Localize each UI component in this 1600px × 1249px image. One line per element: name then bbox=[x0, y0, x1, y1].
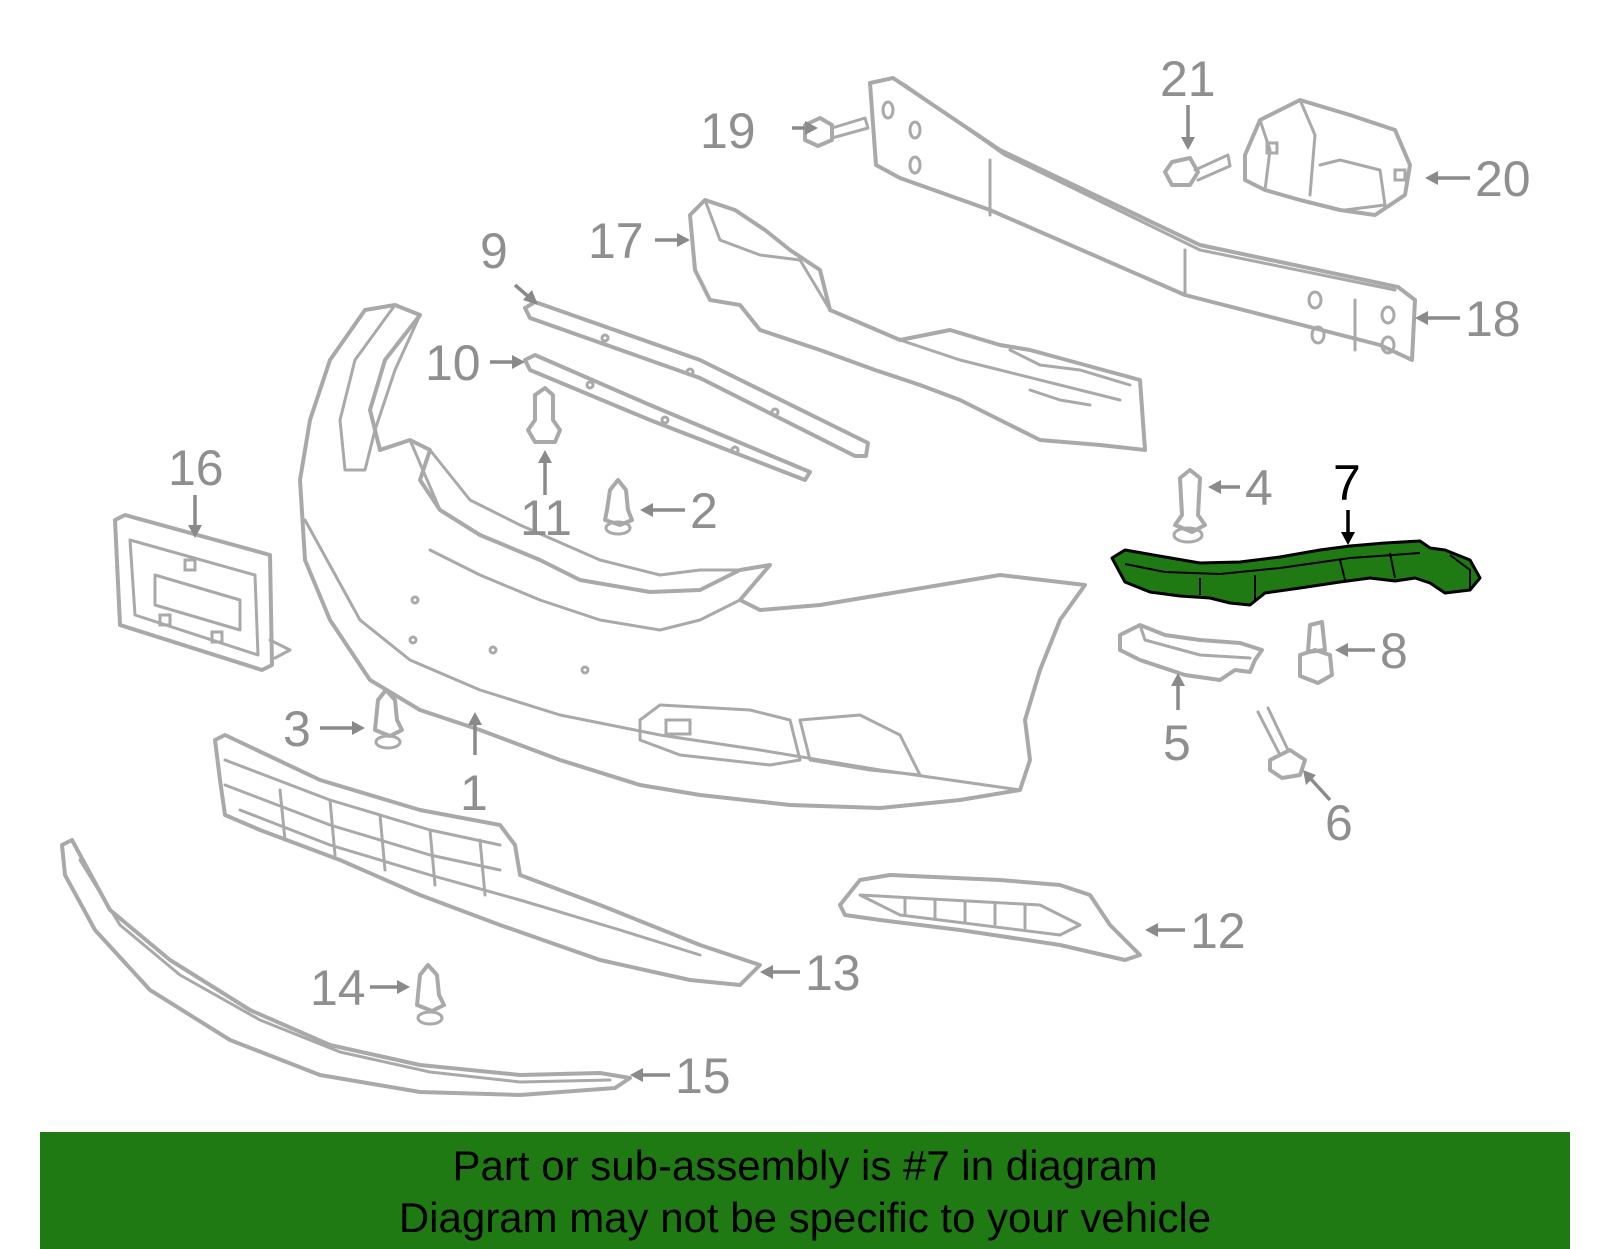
callout-20: 20 bbox=[1475, 151, 1531, 207]
callout-3: 3 bbox=[283, 701, 311, 757]
callout-8: 8 bbox=[1380, 623, 1408, 679]
part-12-fog-grille bbox=[838, 873, 1142, 962]
part-5-spacer bbox=[1118, 623, 1264, 682]
part-18-bumper-reinforcement bbox=[868, 76, 1417, 362]
callout-16: 16 bbox=[168, 440, 224, 496]
parts-diagram: 19 21 20 17 18 9 10 11 2 16 4 7 8 5 6 3 … bbox=[60, 51, 1531, 1104]
part-15-lower-trim bbox=[60, 838, 632, 1097]
part-20-absorber-bracket bbox=[1243, 98, 1412, 217]
callout-18: 18 bbox=[1465, 291, 1521, 347]
part-8-bolt bbox=[1298, 620, 1334, 685]
callout-4: 4 bbox=[1245, 460, 1273, 516]
callout-11: 11 bbox=[520, 490, 572, 546]
callout-arrows bbox=[188, 105, 1470, 1082]
callout-5: 5 bbox=[1163, 715, 1191, 771]
part-16-license-bracket bbox=[113, 513, 292, 672]
callout-15: 15 bbox=[675, 1048, 731, 1104]
callout-labels: 19 21 20 17 18 9 10 11 2 16 4 7 8 5 6 3 … bbox=[168, 51, 1531, 1104]
part-10-seal-strip bbox=[523, 353, 812, 482]
part-7-side-bracket-highlighted bbox=[1110, 539, 1482, 607]
part-11-clip bbox=[526, 386, 562, 444]
callout-13: 13 bbox=[805, 945, 861, 1001]
callout-17: 17 bbox=[588, 213, 644, 269]
callout-19: 19 bbox=[700, 103, 756, 159]
callout-14: 14 bbox=[310, 960, 366, 1016]
part-19-bolt bbox=[803, 116, 870, 148]
callout-6: 6 bbox=[1325, 795, 1353, 851]
callout-7: 7 bbox=[1333, 455, 1361, 511]
callout-21: 21 bbox=[1160, 51, 1216, 107]
part-6-screw bbox=[1256, 706, 1307, 780]
banner-line-1: Part or sub-assembly is #7 in diagram bbox=[452, 1142, 1158, 1189]
banner-line-2: Diagram may not be specific to your vehi… bbox=[398, 1194, 1212, 1241]
part-21-bolt bbox=[1163, 153, 1232, 187]
part-3-clip bbox=[373, 688, 404, 750]
callout-10: 10 bbox=[425, 335, 481, 391]
part-2-clip bbox=[603, 478, 634, 536]
part-4-screw bbox=[1172, 468, 1207, 544]
callout-1: 1 bbox=[460, 765, 488, 821]
info-banner: Part or sub-assembly is #7 in diagram Di… bbox=[40, 1132, 1570, 1249]
part-9-seal-strip bbox=[523, 300, 870, 458]
callout-12: 12 bbox=[1190, 903, 1246, 959]
callout-9: 9 bbox=[480, 223, 508, 279]
part-13-lower-grille bbox=[213, 733, 762, 987]
callout-2: 2 bbox=[690, 483, 718, 539]
part-1-bumper-cover bbox=[298, 303, 1087, 810]
part-14-clip bbox=[415, 963, 446, 1026]
part-17-energy-absorber bbox=[688, 198, 1147, 452]
